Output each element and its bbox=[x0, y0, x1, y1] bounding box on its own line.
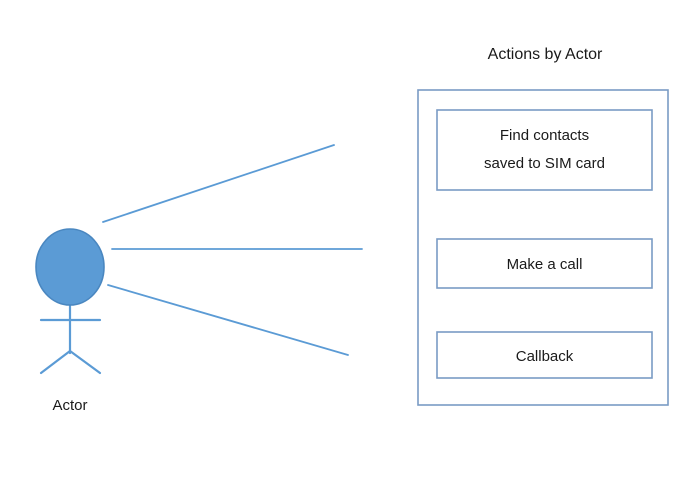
use-case-label-line-1: Callback bbox=[516, 348, 574, 365]
actor-left-leg-line bbox=[39, 349, 72, 375]
use-case-callback[interactable]: Callback bbox=[436, 331, 653, 379]
actor-figure[interactable] bbox=[35, 228, 105, 375]
connector-line-find-contacts bbox=[102, 144, 335, 223]
actor-right-leg-line bbox=[68, 349, 102, 375]
system-boundary-title: Actions by Actor bbox=[488, 46, 603, 63]
connector-group bbox=[102, 144, 363, 356]
use-case-label-line-2: saved to SIM card bbox=[484, 155, 605, 172]
use-case-find-contacts[interactable]: Find contacts saved to SIM card bbox=[436, 109, 653, 191]
use-case-box bbox=[436, 109, 653, 191]
use-case-box bbox=[436, 238, 653, 289]
use-case-label-line-1: Make a call bbox=[507, 256, 583, 273]
use-case-box bbox=[436, 331, 653, 379]
use-case-label-line-1: Find contacts bbox=[500, 127, 589, 144]
actor-label: Actor bbox=[52, 397, 87, 414]
use-case-make-a-call[interactable]: Make a call bbox=[436, 238, 653, 289]
connector-line-callback bbox=[107, 284, 349, 356]
actor-head-icon bbox=[35, 228, 105, 306]
system-boundary-box bbox=[417, 89, 669, 406]
